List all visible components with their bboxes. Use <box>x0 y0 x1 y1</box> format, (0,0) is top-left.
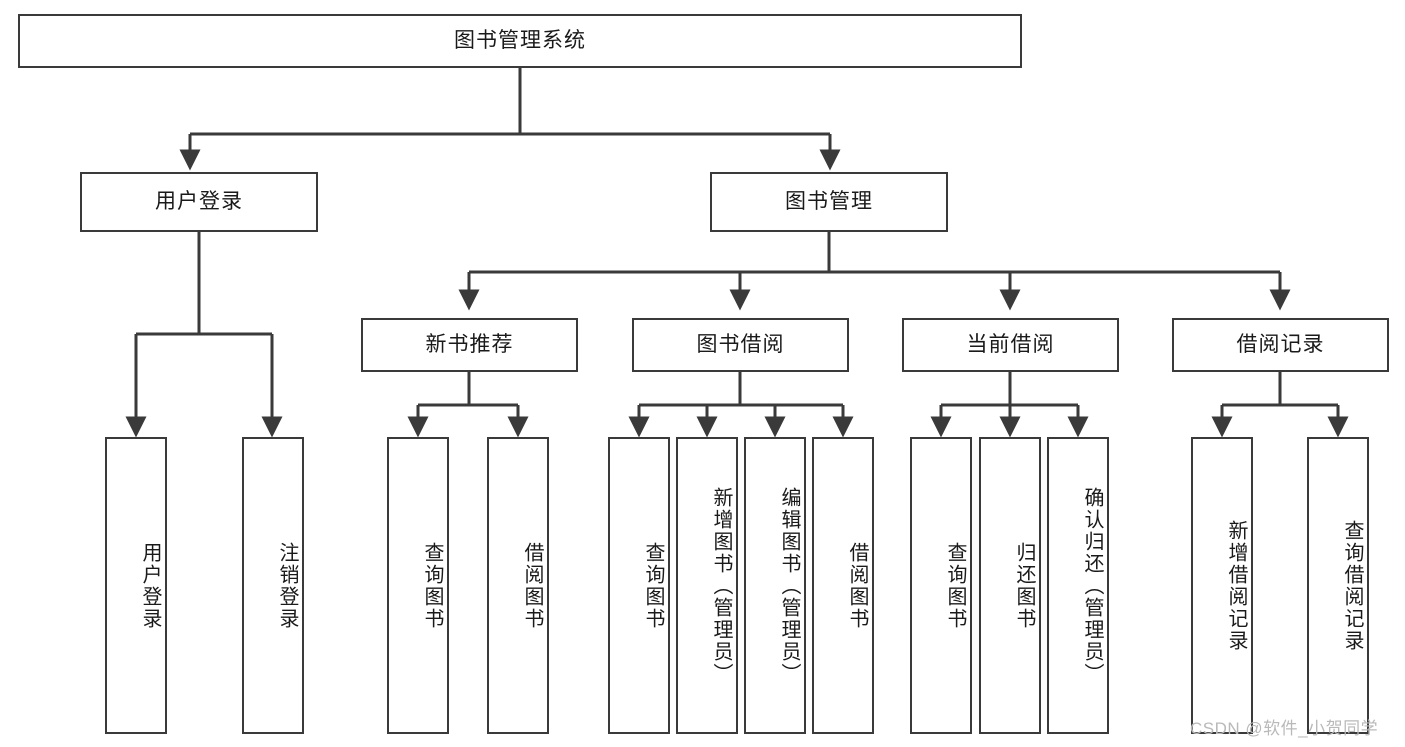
leaf-query-book-3-label: 查询图书 <box>944 541 966 630</box>
leaf-query-record-label: 查询借阅记录 <box>1341 519 1363 652</box>
leaf-add-book[interactable]: 新增图书（管理员） <box>676 437 738 734</box>
leaf-edit-book-label: 编辑图书（管理员） <box>778 486 800 685</box>
node-user-login-label: 用户登录 <box>155 190 243 214</box>
node-book-borrow-label: 图书借阅 <box>696 333 785 357</box>
leaf-logout-label: 注销登录 <box>276 541 298 630</box>
node-book-manage[interactable]: 图书管理 <box>710 172 948 232</box>
node-new-book-rec-label: 新书推荐 <box>425 333 514 357</box>
leaf-borrow-book-1[interactable]: 借阅图书 <box>487 437 549 734</box>
leaf-logout[interactable]: 注销登录 <box>242 437 304 734</box>
leaf-borrow-book-2[interactable]: 借阅图书 <box>812 437 874 734</box>
leaf-query-record[interactable]: 查询借阅记录 <box>1307 437 1369 734</box>
leaf-return-book[interactable]: 归还图书 <box>979 437 1041 734</box>
node-current-borrow-label: 当前借阅 <box>966 333 1055 357</box>
leaf-user-login[interactable]: 用户登录 <box>105 437 167 734</box>
leaf-borrow-book-1-label: 借阅图书 <box>521 541 543 630</box>
node-root-label: 图书管理系统 <box>454 29 586 53</box>
leaf-edit-book[interactable]: 编辑图书（管理员） <box>744 437 806 734</box>
leaf-query-book-1-label: 查询图书 <box>421 541 443 630</box>
node-new-book-rec[interactable]: 新书推荐 <box>361 318 578 372</box>
node-book-manage-label: 图书管理 <box>785 190 873 214</box>
leaf-query-book-2-label: 查询图书 <box>642 541 664 630</box>
watermark: CSDN @软件_小贺同学 <box>1190 719 1379 738</box>
leaf-query-book-2[interactable]: 查询图书 <box>608 437 670 734</box>
leaf-add-record[interactable]: 新增借阅记录 <box>1191 437 1253 734</box>
leaf-user-login-label: 用户登录 <box>139 541 161 630</box>
node-user-login[interactable]: 用户登录 <box>80 172 318 232</box>
node-borrow-record[interactable]: 借阅记录 <box>1172 318 1389 372</box>
leaf-query-book-1[interactable]: 查询图书 <box>387 437 449 734</box>
leaf-confirm-return[interactable]: 确认归还（管理员） <box>1047 437 1109 734</box>
leaf-add-record-label: 新增借阅记录 <box>1225 519 1247 652</box>
node-book-borrow[interactable]: 图书借阅 <box>632 318 849 372</box>
leaf-borrow-book-2-label: 借阅图书 <box>846 541 868 630</box>
node-current-borrow[interactable]: 当前借阅 <box>902 318 1119 372</box>
leaf-add-book-label: 新增图书（管理员） <box>710 486 732 685</box>
node-root[interactable]: 图书管理系统 <box>18 14 1022 68</box>
leaf-confirm-return-label: 确认归还（管理员） <box>1081 486 1103 685</box>
node-borrow-record-label: 借阅记录 <box>1236 333 1325 357</box>
leaf-return-book-label: 归还图书 <box>1013 541 1035 630</box>
leaf-query-book-3[interactable]: 查询图书 <box>910 437 972 734</box>
